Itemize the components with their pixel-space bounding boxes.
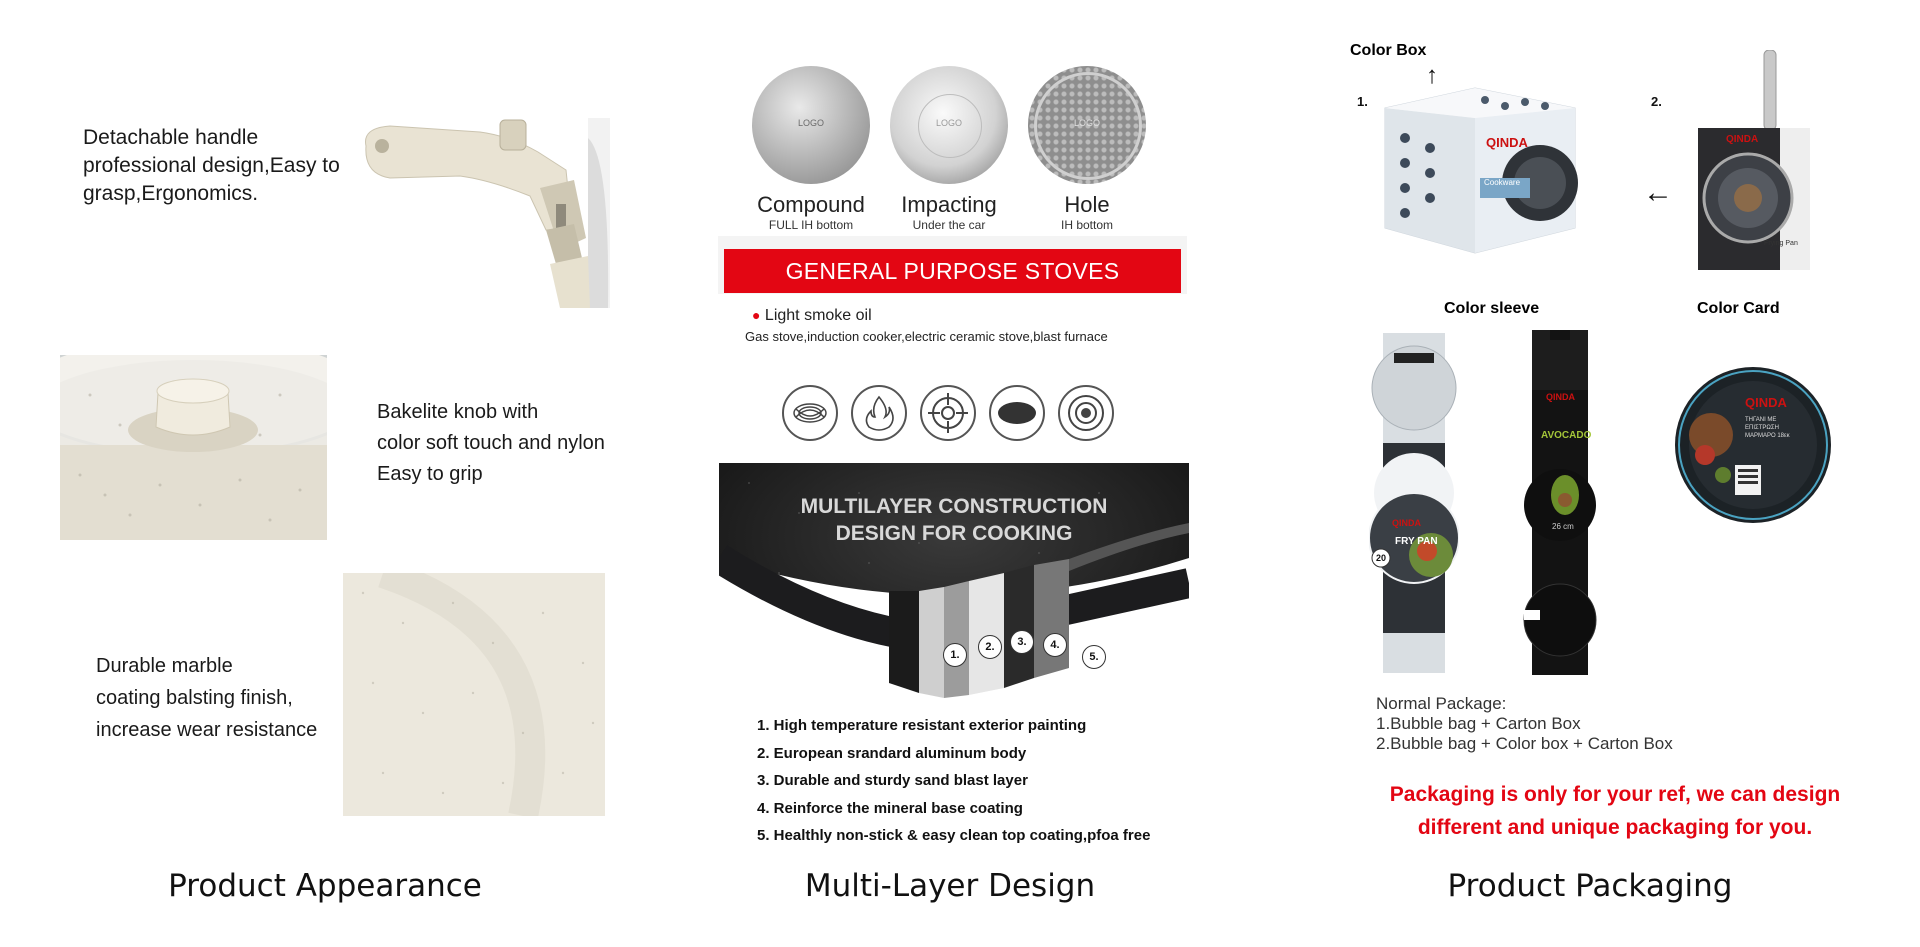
construction-title-line-2: DESIGN FOR COOKING — [835, 522, 1073, 545]
step-1-label: 1. — [1357, 94, 1368, 109]
packaging-caption: Product Packaging — [1447, 868, 1733, 904]
packaging-disclaimer: Packaging is only for your ref, we can d… — [1330, 778, 1900, 844]
card-text: ΤΗΓΑΝΙ ΜΕ ΕΠΙΣΤΡΩΣΗ ΜΑΡΜΑΡΟ 18εκ — [1745, 417, 1790, 439]
color-sleeve-left-image — [1369, 333, 1459, 673]
hole-sub: IH bottom — [1060, 218, 1114, 232]
card-brand-logo: QINDA — [1745, 395, 1787, 410]
feature-item: 4. Reinforce the mineral base coating — [757, 799, 1023, 817]
normal-package-option-2: 2.Bubble bag + Color box + Carton Box — [1376, 734, 1673, 753]
sleeve-left-brand: QINDA — [1392, 518, 1421, 528]
feature-item: 2. European srandard aluminum body — [757, 744, 1027, 762]
sleeve-left-label: FRY PAN — [1395, 536, 1438, 547]
color-sleeve-right-image — [1523, 330, 1597, 675]
layer-number-4: 4. — [1043, 633, 1067, 657]
box-cookware-label: Cookware — [1484, 178, 1521, 187]
hole-label: Hole — [1064, 192, 1110, 217]
stoves-text: Gas stove,induction cooker,electric cera… — [745, 329, 1108, 344]
construction-title: MULTILAYER CONSTRUCTION DESIGN FOR COOKI… — [719, 493, 1189, 547]
general-purpose-banner: GENERAL PURPOSE STOVES — [724, 249, 1181, 293]
light-smoke-item: ● Light smoke oil — [752, 307, 872, 325]
color-box-title: Color Box — [1350, 42, 1427, 59]
feature-item: 5. Healthly non-stick & easy clean top c… — [757, 827, 1151, 845]
detachable-handle-image — [365, 118, 610, 308]
multilayer-caption: Multi-Layer Design — [804, 868, 1096, 904]
packaging-disclaimer-line-2: different and unique packaging for you. — [1417, 816, 1813, 839]
compound-label: Compound — [757, 192, 865, 217]
box2-brand-logo: QINDA — [1726, 134, 1759, 145]
step-2-label: 2. — [1651, 94, 1662, 109]
appearance-caption: Product Appearance — [168, 868, 482, 904]
packaging-disclaimer-line-1: Packaging is only for your ref, we can d… — [1389, 783, 1841, 806]
layer-number-2: 2. — [978, 635, 1002, 659]
impacting-sub: Under the car — [912, 218, 986, 232]
color-box-pan-image — [1698, 50, 1810, 270]
sleeve-right-label: AVOCADO — [1541, 430, 1592, 441]
color-box-image — [1384, 87, 1578, 254]
layer-number-5: 5. — [1082, 645, 1106, 669]
flame-icon — [851, 385, 907, 441]
feature-list: 1. High temperature resistant exterior p… — [757, 712, 1150, 850]
ceramic-plate-icon — [989, 385, 1045, 441]
sleeve-right-brand: QINDA — [1546, 392, 1575, 402]
radiant-hob-icon — [1058, 385, 1114, 441]
gas-burner-icon — [920, 385, 976, 441]
coating-note: Durable marble coating balsting finish, … — [96, 655, 318, 741]
compound-sub: FULL IH bottom — [768, 218, 854, 232]
bakelite-knob-lid-image — [60, 355, 327, 540]
feature-item: 1. High temperature resistant exterior p… — [757, 717, 1087, 734]
impacting-bottom-disc: LOGO — [890, 66, 1008, 184]
handle-note: Detachable handle professional design,Ea… — [83, 126, 340, 205]
red-bullet-icon: ● — [752, 307, 761, 323]
light-smoke-label: Light smoke oil — [764, 307, 872, 324]
induction-coil-icon — [782, 385, 838, 441]
construction-title-line-1: MULTILAYER CONSTRUCTION — [800, 495, 1108, 518]
normal-package-title: Normal Package: — [1376, 694, 1507, 713]
box2-product-label: Frying Pan — [1764, 240, 1798, 247]
layer-number-3: 3. — [1010, 630, 1034, 654]
compound-bottom-disc: LOGO — [752, 66, 870, 184]
color-card-image — [1675, 367, 1831, 523]
impacting-label: Impacting — [901, 192, 997, 217]
sleeve-right-size: 26 cm — [1552, 522, 1574, 531]
normal-package-option-1: 1.Bubble bag + Carton Box — [1376, 714, 1581, 733]
multilayer-construction-image — [719, 463, 1189, 708]
color-card-title: Color Card — [1697, 300, 1780, 317]
box-brand-logo: QINDA — [1486, 135, 1528, 150]
marble-coating-image — [343, 573, 605, 816]
sleeve-left-size: 20 — [1376, 553, 1387, 563]
feature-item: 3. Durable and sturdy sand blast layer — [757, 772, 1028, 790]
arrow-left-icon: ← — [1643, 176, 1673, 209]
arrow-up-icon: ↑ — [1426, 62, 1438, 89]
color-sleeve-title: Color sleeve — [1444, 300, 1540, 317]
hole-bottom-disc: LOGO — [1028, 66, 1146, 184]
knob-note: Bakelite knob with color soft touch and … — [377, 401, 605, 485]
layer-number-1: 1. — [943, 643, 967, 667]
